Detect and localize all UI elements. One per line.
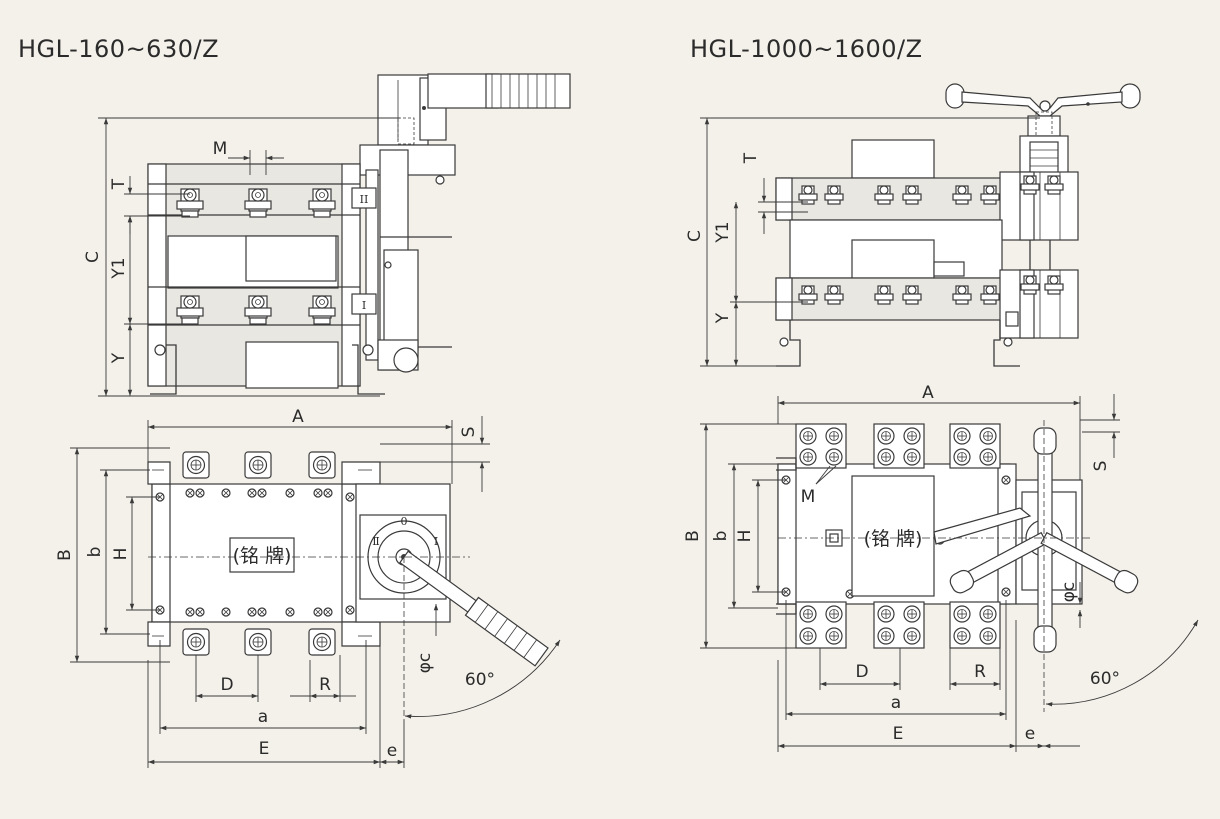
dim-B-label-right: B [683, 530, 703, 542]
dial-position-2: Ⅱ [372, 535, 379, 548]
angle-60-label-left: 60° [465, 670, 495, 690]
dim-D-label-left: D [220, 675, 233, 695]
dim-T-label: T [109, 178, 129, 190]
dim-R-label-right: R [974, 662, 986, 682]
dim-H-label-left: H [111, 548, 131, 561]
dim-H-label-right: H [735, 530, 755, 543]
title-right-model: HGL-1000~1600/Z [690, 35, 923, 63]
dim-M-label-right: M [801, 487, 816, 507]
position-I-marker: I [362, 299, 366, 312]
dim-A-label-right: A [922, 383, 934, 403]
position-II-marker: II [360, 193, 369, 206]
nameplate-label-right: (铭 牌) [864, 528, 923, 550]
dim-Y1-label: Y1 [109, 257, 129, 279]
dial-position-1: Ⅰ [434, 535, 438, 548]
dim-A-label-left: A [292, 407, 304, 427]
dim-S-label-left: S [459, 427, 479, 438]
angle-60-label-right: 60° [1090, 669, 1120, 689]
dim-b-label-right: b [711, 531, 731, 542]
dim-T-label-right: T [741, 152, 761, 164]
dim-Y1-label-right: Y1 [713, 221, 733, 243]
dim-Y-label-right: Y [713, 312, 733, 324]
dim-e-label-right: e [1025, 724, 1035, 744]
dim-E-label-right: E [893, 724, 904, 744]
dim-E-label-left: E [259, 739, 270, 759]
dim-a-label-right: a [891, 693, 901, 713]
nameplate-label-left: (铭 牌) [233, 545, 292, 567]
dim-b-label-left: b [85, 547, 105, 558]
dim-a-label-left: a [258, 707, 268, 727]
dim-phic-label-right: φc [1059, 582, 1079, 603]
dim-phic-label-left: φc [415, 653, 435, 674]
right-side-view: C T Y1 Y [685, 83, 1141, 367]
left-side-view: II I M C [83, 73, 571, 397]
dim-M-label: M [213, 139, 228, 159]
dim-R-label-left: R [319, 675, 331, 695]
dim-e-label-left: e [387, 741, 397, 761]
title-left-model: HGL-160~630/Z [18, 35, 220, 63]
dim-C-label-right: C [685, 230, 705, 242]
dial-position-0: 0 [401, 515, 408, 528]
left-top-view: (铭 牌) 0 Ⅱ Ⅰ [55, 407, 561, 768]
dim-C-label: C [83, 251, 103, 263]
dim-S-label-right: S [1091, 461, 1111, 472]
dim-D-label-right: D [855, 662, 868, 682]
dim-Y-label: Y [109, 352, 129, 364]
right-top-view: (铭 牌) [683, 383, 1199, 752]
dim-B-label-left: B [55, 549, 75, 561]
